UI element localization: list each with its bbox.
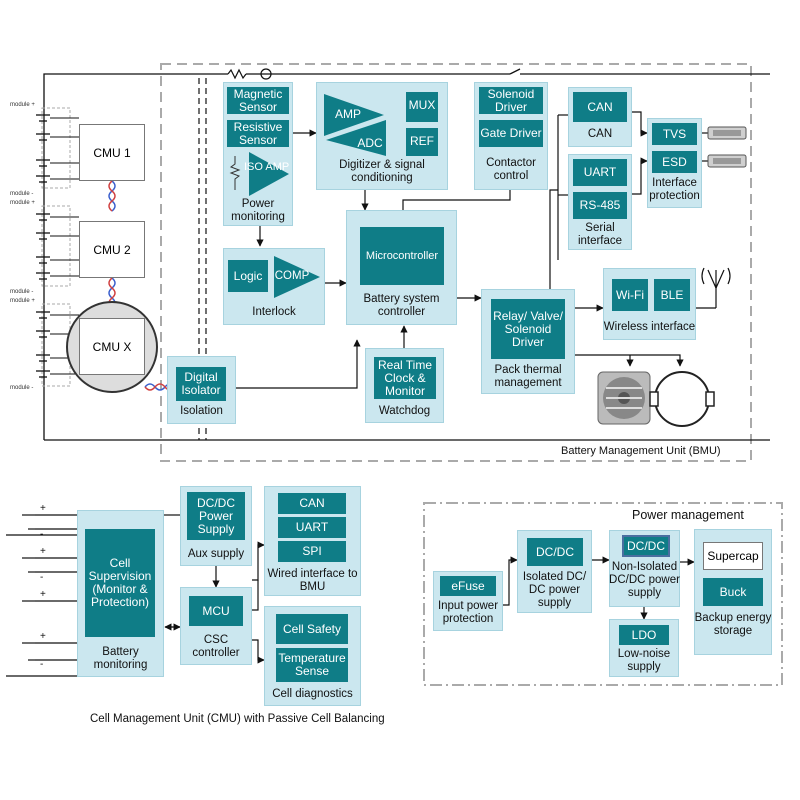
can-chip: CAN (573, 92, 627, 122)
cell-minus: - (40, 659, 44, 670)
supercap-box: Supercap (703, 542, 763, 570)
cmu-x-box: CMU X (79, 318, 145, 375)
cell-plus: + (40, 503, 46, 514)
non-isolated-dcdc-caption: Non-Isolated DC/DC power supply (609, 561, 680, 599)
isolated-dcdc-caption: Isolated DC/ DC power supply (522, 571, 587, 609)
ble-chip: BLE (654, 279, 690, 311)
bmu-boundary (160, 63, 752, 462)
ref-label: REF (410, 134, 434, 148)
module-label: module - (10, 385, 34, 391)
cmu-2-box: CMU 2 (79, 221, 145, 278)
cmu-uart-chip: UART (278, 517, 346, 538)
non-isolated-dcdc-chip: DC/DC (622, 535, 670, 557)
power-management-title: Power management (632, 508, 744, 522)
cmu-spi-chip: SPI (278, 541, 346, 562)
ldo-chip: LDO (619, 625, 669, 645)
low-noise-supply-caption: Low-noise supply (617, 648, 671, 673)
cell-diagnostics-caption: Cell diagnostics (272, 688, 353, 700)
cmu-1-box: CMU 1 (79, 124, 145, 181)
csc-controller-caption: CSC controller (192, 634, 240, 659)
gate-driver: Gate Driver (479, 120, 543, 147)
cell-plus: + (40, 589, 46, 600)
buck-chip: Buck (703, 578, 763, 606)
power-management-boundary (423, 502, 783, 686)
serial-caption: Serial interface (577, 222, 623, 247)
can-caption: CAN (587, 128, 613, 140)
wireless-caption: Wireless interface (603, 321, 696, 333)
adc-label: ADC (357, 136, 383, 150)
cell-minus: - (40, 572, 44, 583)
esd-chip: ESD (652, 151, 697, 173)
cell-plus: + (40, 631, 46, 642)
cmu-can-chip: CAN (278, 493, 346, 514)
input-power-protection-caption: Input power protection (437, 600, 499, 625)
amp-label: AMP (334, 107, 361, 121)
comparator-icon (274, 256, 320, 298)
dcdc-power-supply-chip: DC/DC Power Supply (187, 492, 245, 540)
temperature-sense-chip: Temperature Sense (276, 648, 348, 682)
fan-icon (597, 371, 651, 425)
watchdog-caption: Watchdog (378, 405, 431, 417)
bmu-title: Battery Management Unit (BMU) (561, 445, 721, 457)
iso-amp-icon (229, 152, 289, 196)
power-monitoring-caption: Power monitoring (231, 198, 285, 223)
module-label: module + (10, 102, 35, 108)
interface-protection-caption: Interface protection (649, 177, 700, 202)
microcontroller-chip: Microcontroller (360, 227, 444, 285)
module-label: module - (10, 289, 34, 295)
battery-monitoring-caption: Battery monitoring (93, 646, 148, 671)
module-label: module - (10, 191, 34, 197)
aux-supply-caption: Aux supply (187, 548, 245, 560)
module-label: module + (10, 200, 35, 206)
pack-thermal-caption: Pack thermal management (494, 364, 562, 389)
contactor-caption: Contactor control (486, 157, 536, 182)
comp-label: COMP (274, 270, 310, 282)
cell-supervision-chip: Cell Supervision (Monitor & Protection) (85, 529, 155, 637)
antenna-icon (701, 267, 731, 290)
rtc-monitor-chip: Real Time Clock & Monitor (374, 357, 436, 399)
cell-safety-chip: Cell Safety (276, 614, 348, 644)
csc-mcu-chip: MCU (189, 596, 243, 626)
solenoid-driver: Solenoid Driver (479, 87, 543, 114)
relay-valve-solenoid-driver: Relay/ Valve/ Solenoid Driver (491, 299, 565, 359)
isolation-caption: Isolation (180, 405, 223, 417)
efuse-chip: eFuse (440, 576, 496, 596)
digitizer-caption: Digitizer & signal conditioning (339, 159, 425, 184)
battery-system-controller-caption: Battery system controller (363, 293, 440, 318)
motor-icon (649, 371, 715, 427)
tvs-chip: TVS (652, 123, 697, 145)
digital-isolator-chip: Digital Isolator (176, 367, 226, 401)
resistive-sensor: Resistive Sensor (227, 120, 289, 147)
cell-plus: + (40, 546, 46, 557)
backup-energy-caption: Backup energy storage (694, 612, 772, 637)
cell-minus: - (40, 529, 44, 540)
connector-icon (707, 126, 747, 168)
wired-interface-caption: Wired interface to BMU (267, 568, 358, 593)
rs485-chip: RS-485 (573, 192, 627, 219)
wifi-chip: Wi-Fi (612, 279, 648, 311)
digitizer-shapes (324, 92, 438, 156)
interlock-caption: Interlock (252, 306, 296, 318)
magnetic-sensor: Magnetic Sensor (227, 87, 289, 114)
uart-chip: UART (573, 159, 627, 186)
cmu-section-title: Cell Management Unit (CMU) with Passive … (90, 713, 385, 725)
logic-chip: Logic (228, 260, 268, 292)
mux-label: MUX (408, 98, 436, 112)
module-label: module + (10, 298, 35, 304)
isolated-dcdc-chip: DC/DC (527, 538, 583, 566)
iso-amp-label: ISO AMP (244, 161, 290, 173)
